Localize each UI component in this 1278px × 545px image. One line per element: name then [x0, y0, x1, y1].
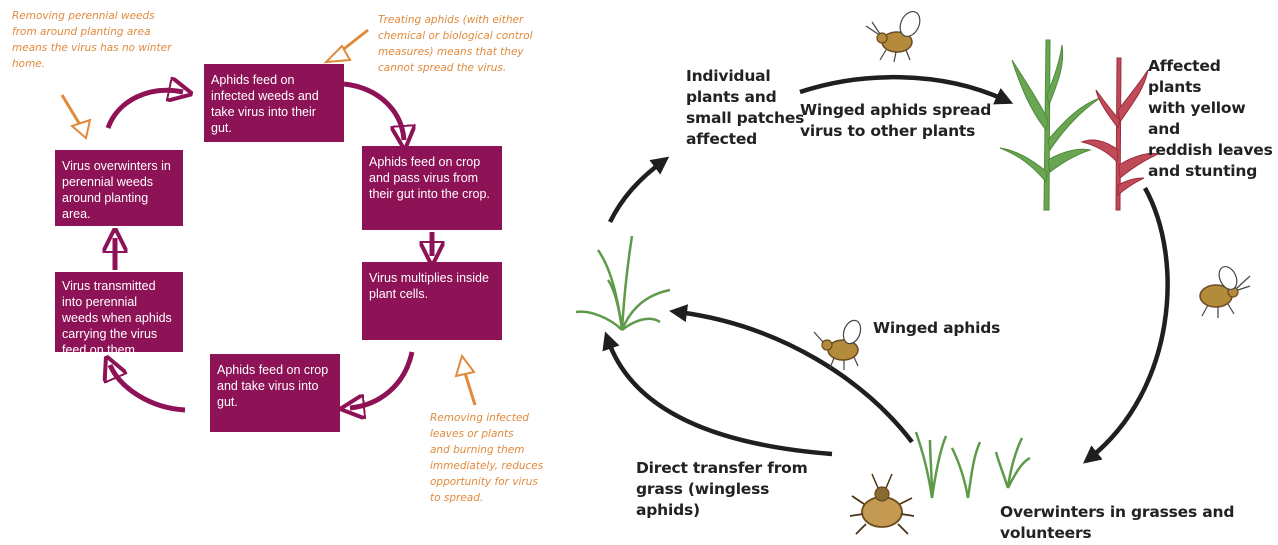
grass-tuft-icon	[576, 236, 670, 330]
label-winged-aphids: Winged aphids	[873, 318, 1013, 339]
wingless-aphid-icon	[850, 474, 914, 534]
note-remove-weeds: Removing perennial weeds from around pla…	[12, 8, 182, 72]
note-arrow-remove-weeds	[62, 95, 90, 138]
label-direct-transfer: Direct transfer from grass (wingless aph…	[636, 458, 836, 521]
cycle-arrow-weeds-to-crop	[344, 84, 404, 140]
box-virus-transmitted: Virus transmitted into perennial weeds w…	[55, 272, 183, 352]
arrow-direct-to-grass	[608, 340, 832, 454]
label-overwinters-grasses: Overwinters in grasses and volunteers	[1000, 502, 1270, 544]
small-grasses-icon	[916, 432, 1030, 498]
box-virus-overwinters: Virus overwinters in perennial weeds aro…	[55, 150, 183, 226]
label-winged-aphids-spread: Winged aphids spread virus to other plan…	[800, 100, 1020, 142]
box-aphids-feed-weeds: Aphids feed on infected weeds and take v…	[204, 64, 344, 142]
note-arrow-remove-leaves	[456, 356, 475, 405]
arrow-grass-to-individual	[610, 162, 662, 222]
left-cycle-diagram: Aphids feed on infected weeds and take v…	[0, 0, 560, 545]
box-aphids-feed-crop-pass: Aphids feed on crop and pass virus from …	[362, 146, 502, 230]
right-cycle-diagram: Individual plants and small patches affe…	[560, 0, 1278, 545]
winged-aphid-right-icon	[1200, 264, 1250, 318]
label-individual-plants: Individual plants and small patches affe…	[686, 66, 816, 150]
winged-aphid-top-icon	[866, 8, 924, 62]
box-virus-multiplies: Virus multiplies inside plant cells.	[362, 262, 502, 340]
note-remove-leaves: Removing infected leaves or plants and b…	[430, 410, 555, 506]
arrow-spread-to-plants	[800, 77, 1005, 100]
box-aphids-feed-crop-take: Aphids feed on crop and take virus into …	[210, 354, 340, 432]
arrow-plants-to-overwinter	[1090, 188, 1168, 458]
note-treat-aphids: Treating aphids (with either chemical or…	[378, 12, 558, 76]
note-arrow-treat-aphids	[326, 30, 368, 62]
cycle-arrow-feed-crop-to-transmitted	[110, 365, 185, 410]
cycle-arrow-overwinter-to-weeds	[108, 90, 183, 128]
cycle-arrow-multiplies-to-feed-crop	[350, 352, 412, 408]
label-affected-plants: Affected plants with yellow and reddish …	[1148, 56, 1278, 182]
